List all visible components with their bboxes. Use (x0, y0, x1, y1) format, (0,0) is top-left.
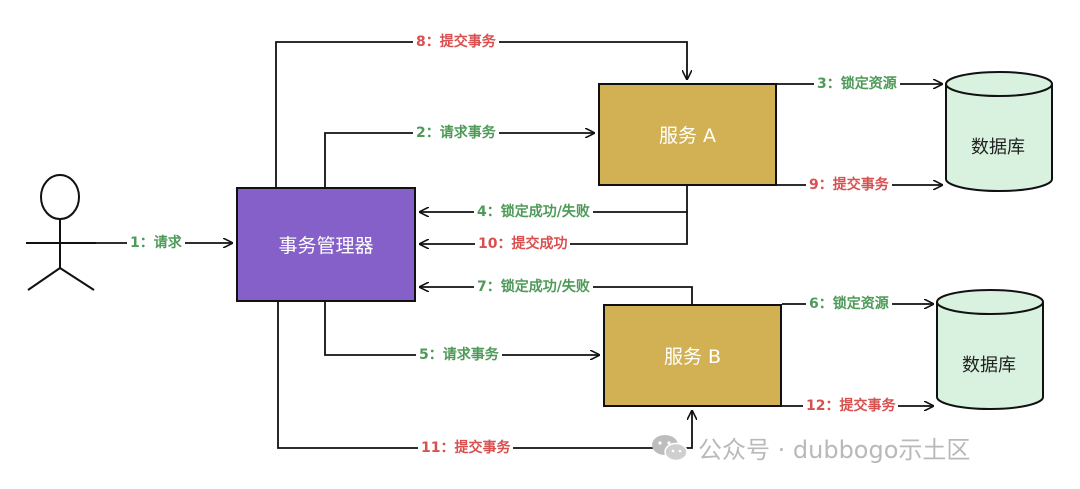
watermark-text: 公众号 · dubbogo示土区 (698, 436, 971, 464)
watermark: 公众号 · dubbogo示土区 (650, 430, 970, 465)
step-6-label: 6：锁定资源 (806, 295, 892, 313)
step-8-label: 8：提交事务 (413, 33, 499, 51)
database-a-cylinder (945, 71, 1053, 192)
wechat-icon (652, 434, 688, 461)
step-9-label: 9：提交事务 (806, 176, 892, 194)
arrow-5 (324, 302, 599, 355)
service-b-node: 服务 B (603, 304, 782, 407)
user-actor (26, 174, 96, 291)
database-b-cylinder (936, 289, 1044, 410)
database-b-label: 数据库 (962, 355, 1016, 376)
step-10-label: 10：提交成功 (475, 235, 571, 253)
step-7-label: 7：锁定成功/失败 (474, 278, 593, 296)
arrow-2 (324, 133, 594, 187)
step-1-label: 1：请求 (127, 234, 185, 252)
step-4-label: 4：锁定成功/失败 (474, 203, 593, 221)
step-12-label: 12：提交事务 (803, 397, 899, 415)
transaction-manager-node: 事务管理器 (236, 187, 416, 302)
step-11-label: 11：提交事务 (418, 439, 514, 457)
step-5-label: 5：请求事务 (416, 346, 502, 364)
service-a-node: 服务 A (598, 83, 777, 186)
step-2-label: 2：请求事务 (413, 124, 499, 142)
step-3-label: 3：锁定资源 (814, 75, 900, 93)
database-a-label: 数据库 (971, 137, 1025, 158)
